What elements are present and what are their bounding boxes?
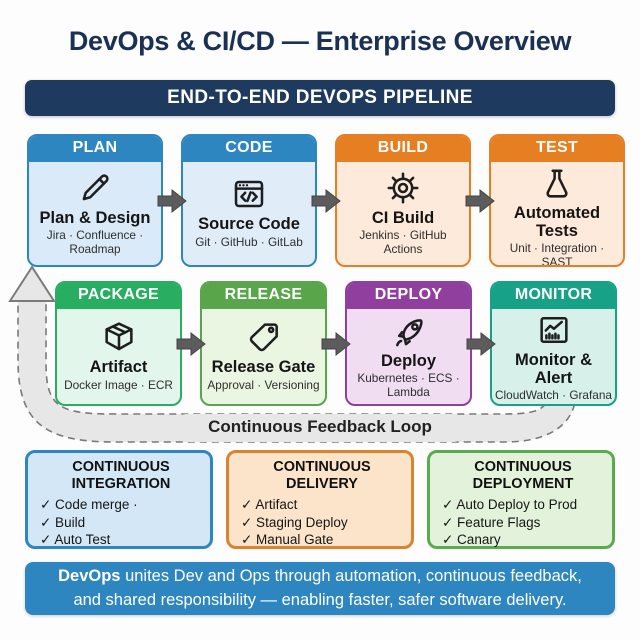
practice-item: ✓ Auto Test xyxy=(40,532,111,548)
stage-card-test: TEST Automated Tests Unit · Integration … xyxy=(489,134,625,267)
continuous-deployment-box: CONTINUOUS DEPLOYMENT ✓ Auto Deploy to P… xyxy=(427,450,615,549)
footer-text-bold: DevOps xyxy=(58,567,121,586)
stage-body-deploy: Deploy Kubernetes · ECS · Lambda xyxy=(347,309,470,404)
feedback-loop-arrowhead-icon xyxy=(8,265,56,302)
stage-tools: Git · GitHub · GitLab xyxy=(195,234,303,249)
stage-tools: Kubernetes · ECS · Lambda xyxy=(357,370,460,399)
flow-arrow-icon xyxy=(465,188,495,213)
stage-name: CI Build xyxy=(371,208,435,227)
feedback-loop-band xyxy=(18,300,576,442)
page-title: DevOps & CI/CD — Enterprise Overview xyxy=(68,26,572,56)
stage-header-build: BUILD xyxy=(337,136,469,162)
stage-body-build: CI Build Jenkins · GitHub Actions xyxy=(337,162,469,265)
practice-item: ✓ Staging Deploy xyxy=(241,514,348,530)
stage-card-package: PACKAGE Artifact Docker Image · ECR xyxy=(55,281,182,406)
stage-card-deploy: DEPLOY Deploy Kubernetes · ECS · Lambda xyxy=(345,281,472,406)
feedback-loop-inner-edge xyxy=(45,300,549,415)
continuous-delivery-box: CONTINUOUS DELIVERY ✓ Artifact ✓ Staging… xyxy=(226,450,414,549)
stage-name: Release Gate xyxy=(211,358,316,377)
rocket-icon xyxy=(395,318,423,346)
feedback-loop-outer-edge xyxy=(17,300,577,443)
pipeline-banner: END-TO-END DEVOPS PIPELINE xyxy=(25,80,615,116)
stage-header-monitor: MONITOR xyxy=(492,283,615,309)
stage-tools: Jira · Confluence · Roadmap xyxy=(46,227,144,256)
stage-name: Monitor & Alert xyxy=(515,351,592,388)
flow-arrow-icon xyxy=(157,188,187,213)
stage-tools: CloudWatch · Grafana · PagerDuty xyxy=(495,388,612,404)
flow-arrow-icon xyxy=(466,331,496,356)
stage-card-build: BUILD CI Build Jenkins · GitHub Actions xyxy=(335,134,471,267)
stage-header-plan: PLAN xyxy=(29,136,161,162)
stage-header-deploy: DEPLOY xyxy=(347,283,470,309)
stage-name: Artifact xyxy=(89,358,148,377)
flow-arrow-icon xyxy=(176,331,206,356)
flask-icon xyxy=(546,169,568,198)
pipeline-banner-label: END-TO-END DEVOPS PIPELINE xyxy=(167,87,473,108)
practices-row: CONTINUOUS INTEGRATION ✓ Code merge · ✓ … xyxy=(25,450,615,549)
package-box-icon xyxy=(104,322,133,351)
stage-tools: Approval · Versioning xyxy=(207,377,320,392)
stage-header-package: PACKAGE xyxy=(57,283,180,309)
practice-title: CONTINUOUS DELIVERY xyxy=(273,459,371,492)
continuous-integration-box: CONTINUOUS INTEGRATION ✓ Code merge · ✓ … xyxy=(25,450,213,549)
stage-name: Automated Tests xyxy=(513,204,601,241)
practice-title: CONTINUOUS DEPLOYMENT xyxy=(472,459,574,492)
tag-icon xyxy=(249,323,278,352)
pipeline-row-1: PLAN Plan & Design Jira · Confluence · R… xyxy=(27,134,625,267)
practice-item: ✓ Build xyxy=(40,514,86,530)
practice-item: ✓ Artifact xyxy=(241,497,298,513)
stage-card-release: RELEASE Release Gate Approval · Versioni… xyxy=(200,281,327,406)
stage-card-code: CODE Source Code Git · GitHub · GitLab xyxy=(181,134,317,267)
stage-body-plan: Plan & Design Jira · Confluence · Roadma… xyxy=(29,162,161,265)
stage-tools: Docker Image · ECR xyxy=(64,377,173,392)
practice-item: ✓ Manual Gate xyxy=(241,532,334,548)
footer-text-rest: unites Dev and Ops through automation, c… xyxy=(73,567,582,609)
practice-item: ✓ Auto Deploy to Prod xyxy=(442,497,578,513)
practice-item: ✓ Code merge · xyxy=(40,497,138,513)
feedback-loop-label: Continuous Feedback Loop xyxy=(180,414,460,442)
stage-body-test: Automated Tests Unit · Integration · SAS… xyxy=(491,162,623,267)
stage-card-monitor: MONITOR Monitor & Alert CloudWatch · Gra… xyxy=(490,281,617,406)
flow-arrow-icon xyxy=(311,188,341,213)
stage-body-package: Artifact Docker Image · ECR xyxy=(57,309,180,404)
pencil-icon xyxy=(82,173,109,200)
stage-header-code: CODE xyxy=(183,136,315,162)
flow-arrow-icon xyxy=(321,331,351,356)
chart-icon xyxy=(539,317,568,343)
code-window-icon xyxy=(234,181,264,208)
footer-banner: DevOps unites Dev and Ops through automa… xyxy=(25,562,615,615)
practice-item: ✓ Feature Flags xyxy=(442,514,541,530)
footer-text: DevOps unites Dev and Ops through automa… xyxy=(25,565,615,611)
stage-tools: Unit · Integration · SAST xyxy=(509,241,605,267)
practice-item: ✓ Canary xyxy=(442,532,501,548)
pipeline-row-2: PACKAGE Artifact Docker Image · ECR RELE… xyxy=(55,281,617,406)
stage-header-release: RELEASE xyxy=(202,283,325,309)
stage-body-release: Release Gate Approval · Versioning xyxy=(202,309,325,404)
stage-name: Deploy xyxy=(380,351,436,370)
stage-header-test: TEST xyxy=(491,136,623,162)
stage-name: Source Code xyxy=(198,215,300,234)
gear-icon xyxy=(387,171,419,204)
stage-name: Plan & Design xyxy=(39,208,151,227)
stage-card-plan: PLAN Plan & Design Jira · Confluence · R… xyxy=(27,134,163,267)
stage-body-code: Source Code Git · GitHub · GitLab xyxy=(183,162,315,265)
stage-tools: Jenkins · GitHub Actions xyxy=(359,227,447,256)
practice-title: CONTINUOUS INTEGRATION xyxy=(71,459,171,492)
stage-body-monitor: Monitor & Alert CloudWatch · Grafana · P… xyxy=(492,309,615,404)
